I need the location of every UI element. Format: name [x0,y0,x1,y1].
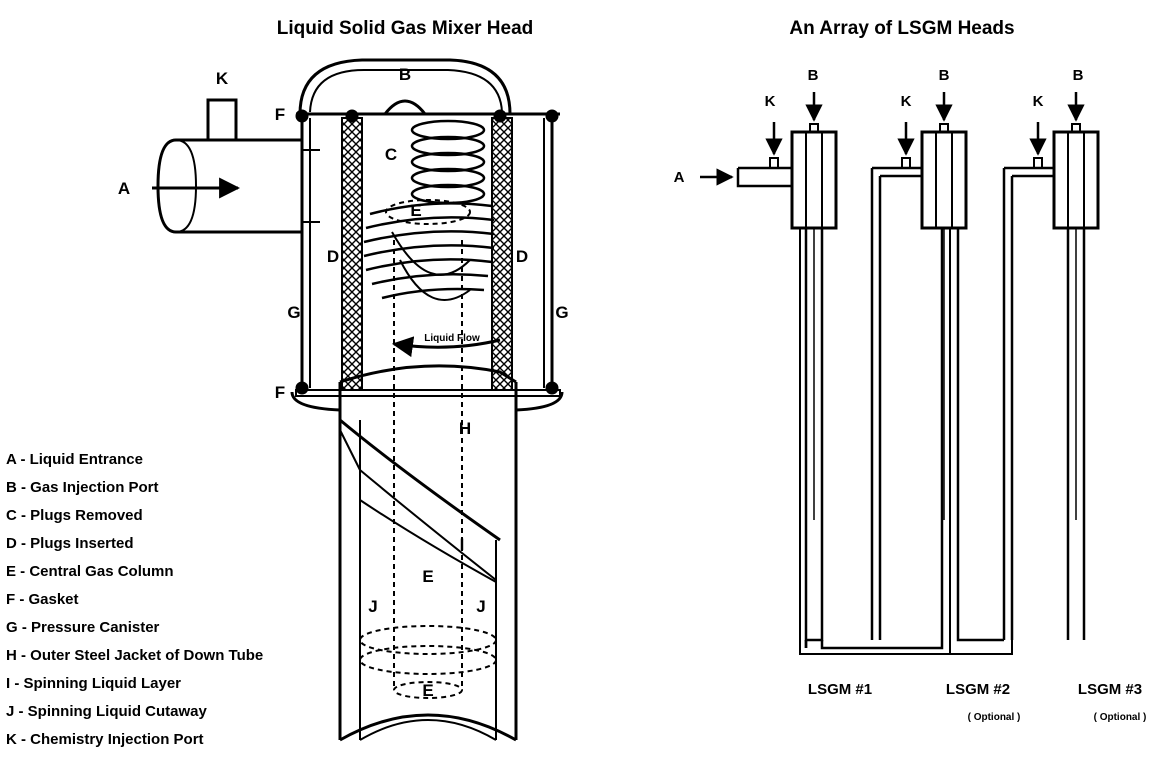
unit-name-1: LSGM #1 [808,681,872,698]
spiral-coils [363,119,495,300]
legend-item: E - Central Gas Column [6,563,174,580]
unit-name-2: LSGM #2 [946,681,1010,698]
top-lid [298,58,512,115]
array-label-b-2: B [939,67,950,84]
legend-item: B - Gas Injection Port [6,479,159,496]
legend-item: G - Pressure Canister [6,619,160,636]
legend-item: A - Liquid Entrance [6,451,143,468]
gas-port-bump [383,99,427,115]
tube-bottom [339,713,517,742]
label-b: B [399,65,411,84]
unit-note-2: ( Optional ) [968,712,1021,723]
mixer-head-drawing [156,58,564,742]
legend-item: F - Gasket [6,591,79,608]
label-f-bottom: F [275,383,285,402]
label-g-left: G [287,303,300,322]
label-g-right: G [555,303,568,322]
label-e-top: E [410,201,421,220]
array-label-k-3: K [1033,93,1044,110]
legend-item: H - Outer Steel Jacket of Down Tube [6,647,263,664]
plug-column-left [341,117,363,391]
legend-item: I - Spinning Liquid Layer [6,675,181,692]
inlet-pipe [156,138,302,234]
label-c: C [385,145,397,164]
array-label-b-3: B [1073,67,1084,84]
label-a: A [118,179,130,198]
title-mixer-head: Liquid Solid Gas Mixer Head [277,18,534,39]
label-k: K [216,69,229,88]
array-label-a: A [674,169,685,186]
label-i: I [460,535,465,554]
legend-item: D - Plugs Inserted [6,535,134,552]
legend-item: C - Plugs Removed [6,507,143,524]
label-d-right: D [516,247,528,266]
legend-item: K - Chemistry Injection Port [6,731,204,748]
array-label-b-1: B [808,67,819,84]
label-j-right: J [476,597,485,616]
label-liquid-flow: Liquid Flow [424,333,480,344]
label-d-left: D [327,247,339,266]
jacket-top [339,364,517,384]
array-label-k-1: K [765,93,776,110]
title-array: An Array of LSGM Heads [789,18,1014,39]
lsgm-1-housing [790,130,838,230]
unit-note-3: ( Optional ) [1094,712,1147,723]
liquid-flow-arrow [391,336,501,358]
lsgm-2-housing [920,130,968,230]
legend: A - Liquid Entrance B - Gas Injection Po… [6,451,263,748]
label-h: H [459,419,471,438]
port-k [206,98,238,140]
unit-name-3: LSGM #3 [1078,681,1142,698]
plug-column-right [491,117,513,391]
array-drawing [736,123,1100,655]
label-f-top: F [275,105,285,124]
label-j-left: J [368,597,377,616]
array-label-k-2: K [901,93,912,110]
label-e-bottom: E [422,681,433,700]
lsgm-3-housing [1052,130,1100,230]
legend-item: J - Spinning Liquid Cutaway [6,703,207,720]
label-e-mid: E [422,567,433,586]
